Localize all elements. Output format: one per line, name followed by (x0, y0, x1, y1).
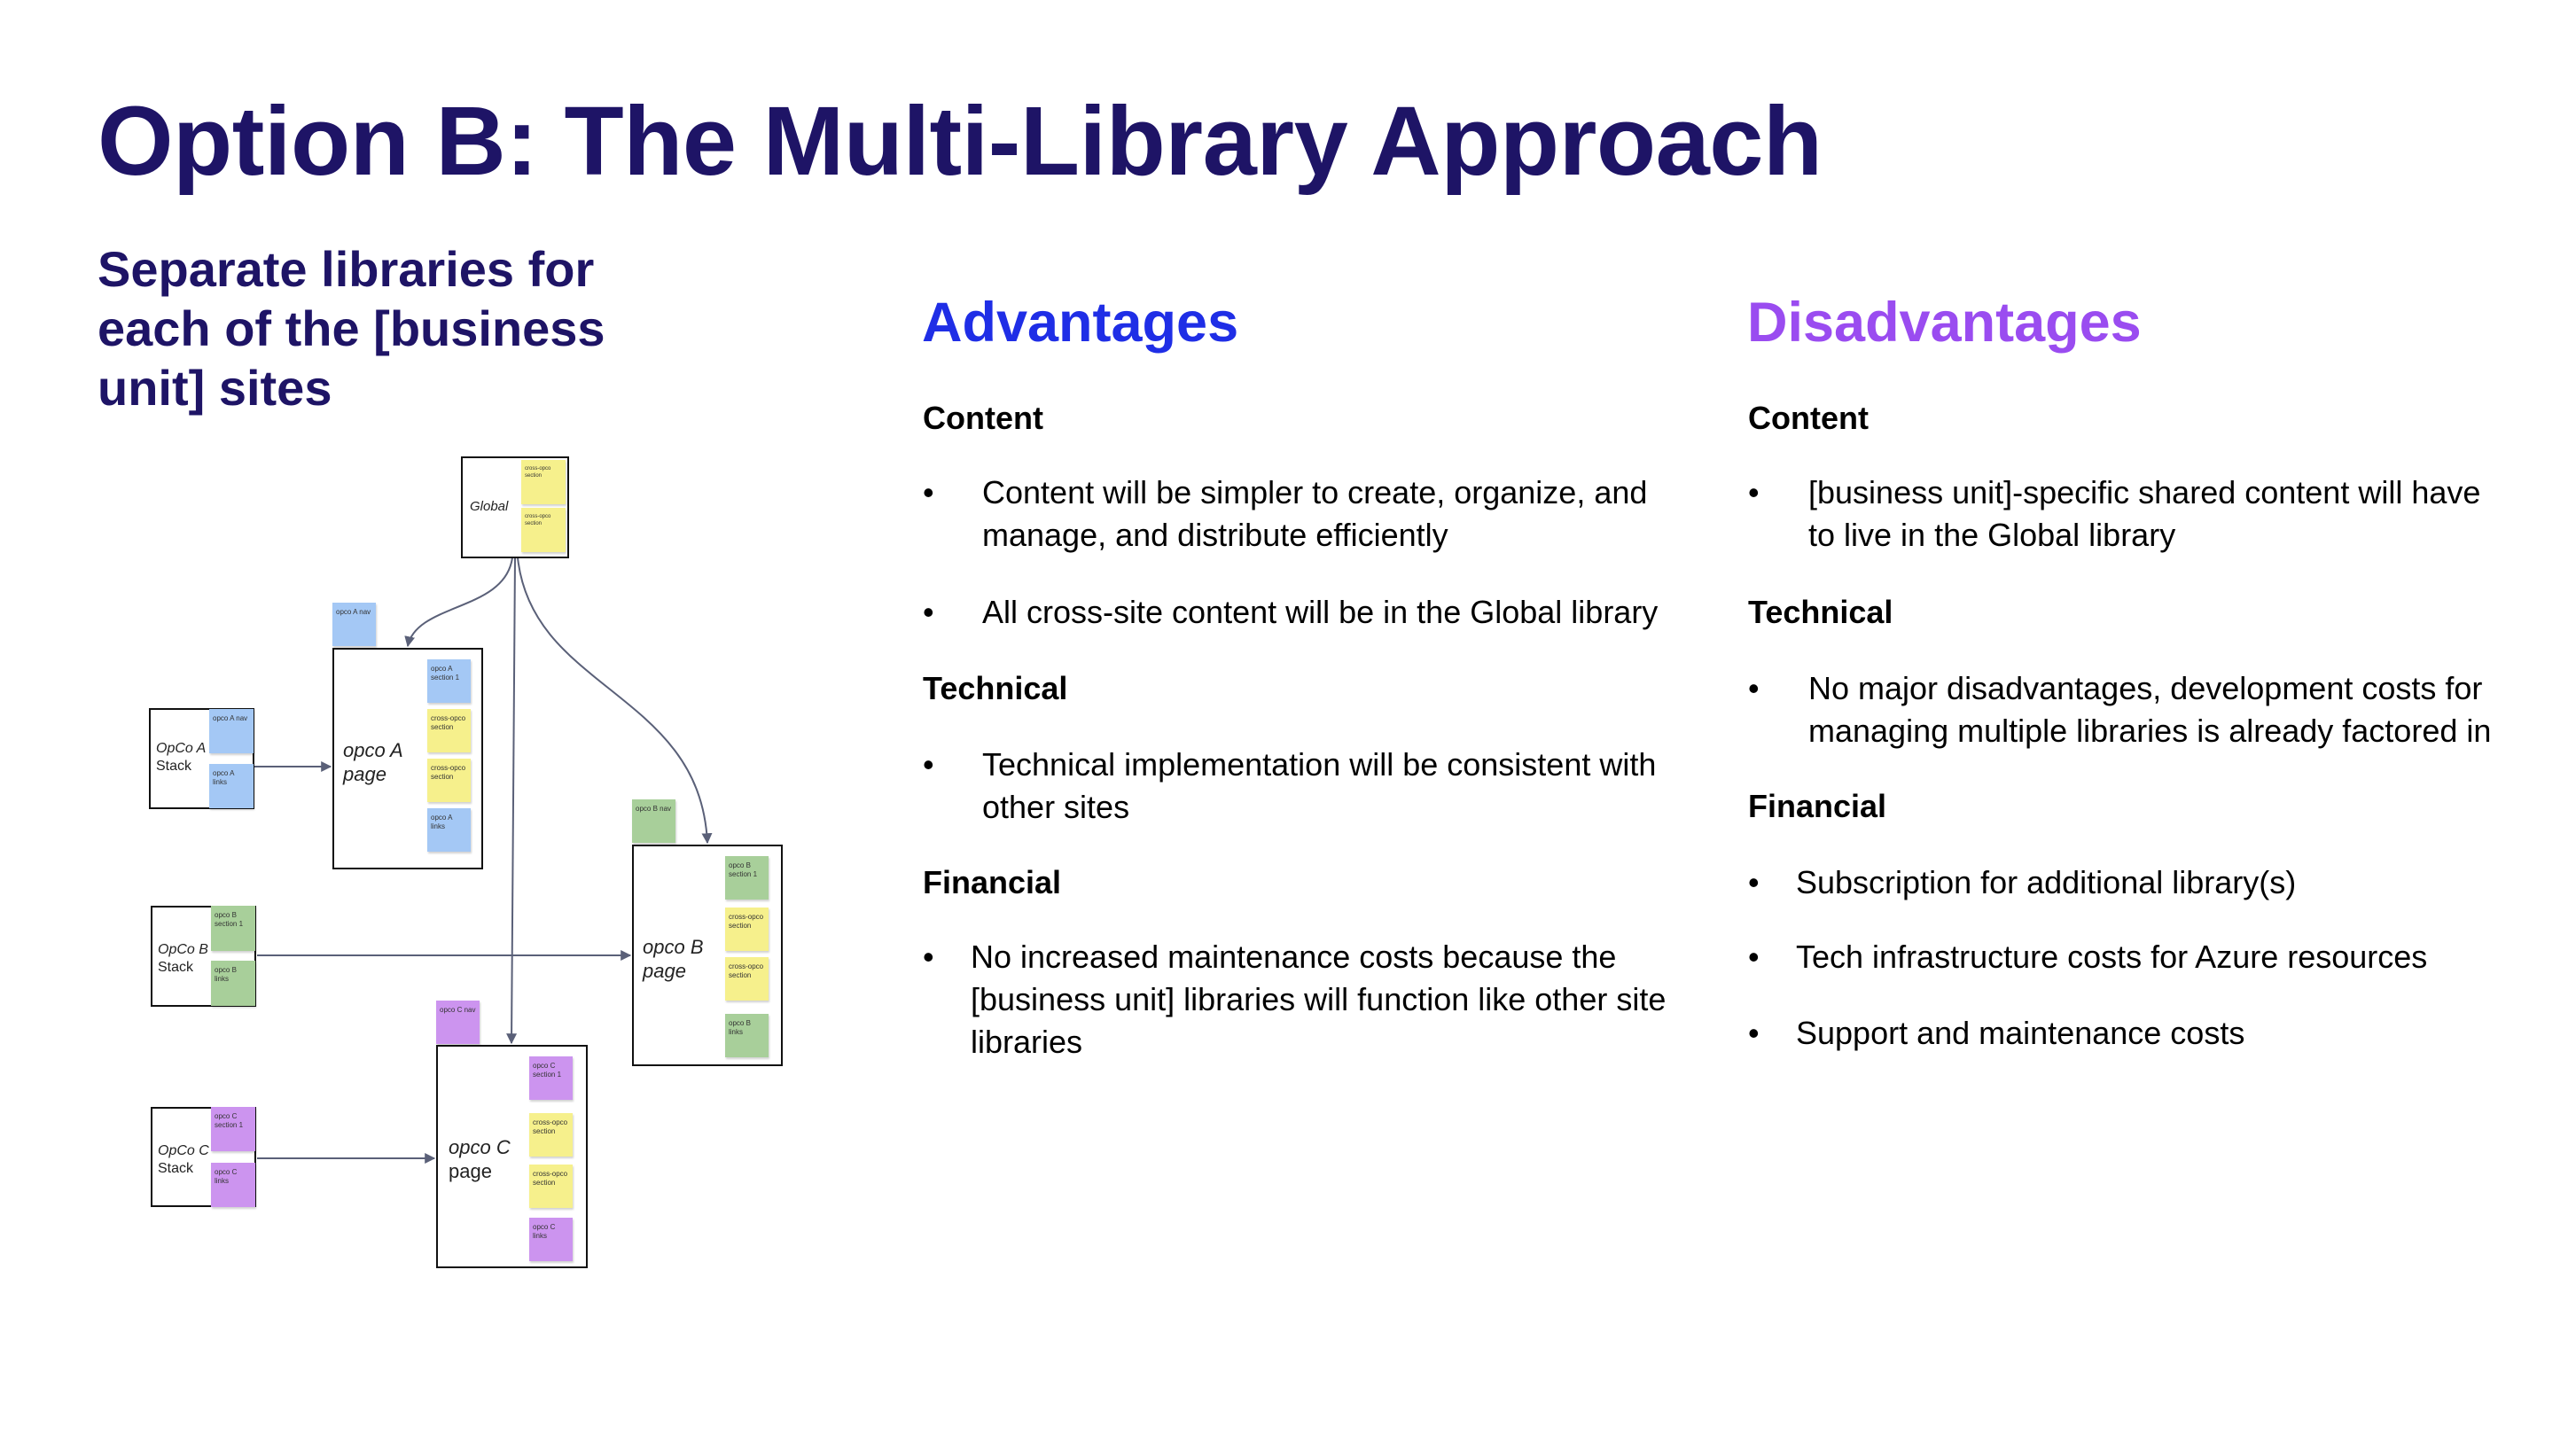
sticky-note: cross-opco section (427, 709, 471, 752)
sticky-note: opco B section 1 (211, 906, 255, 951)
sticky-note: opco C links (529, 1218, 573, 1261)
sticky-note: cross-opco section (521, 460, 566, 504)
bullet-text: All cross-site content will be in the Gl… (982, 594, 1659, 630)
bullet-icon: • (923, 939, 934, 975)
advantages-content-heading: Content (923, 400, 1043, 436)
bullet-icon: • (1748, 474, 1760, 510)
disadvantages-financial-heading: Financial (1748, 788, 1887, 824)
page-label: page (643, 960, 686, 982)
stack-label: Stack (158, 1161, 194, 1176)
bullet-text: Content will be simpler to create, organ… (982, 474, 1648, 553)
advantages-technical-heading: Technical (923, 670, 1068, 706)
bullet-text: No major disadvantages, development cost… (1808, 670, 2492, 749)
sticky-note: opco B nav (632, 799, 675, 843)
sticky-note: cross-opco section (521, 508, 566, 552)
disadvantages-content-heading: Content (1748, 400, 1869, 436)
sticky-note: opco C section 1 (211, 1107, 255, 1151)
sticky-note: opco A nav (209, 709, 254, 753)
stack-label: OpCo A (156, 741, 207, 756)
page-label: opco B (643, 936, 704, 958)
sticky-note: opco A links (209, 764, 254, 808)
bullet-icon: • (1748, 1015, 1760, 1051)
sticky-note: opco C nav (436, 1001, 480, 1044)
sticky-note: opco B section 1 (725, 856, 769, 900)
global-label: Global (470, 499, 509, 514)
bullet-icon: • (1748, 670, 1760, 706)
page-label: page (449, 1160, 492, 1182)
stack-label: OpCo C (158, 1143, 209, 1158)
sticky-note: opco A links (427, 808, 471, 852)
sticky-note: cross-opco section (725, 957, 769, 1001)
bullet-text: Technical implementation will be consist… (982, 746, 1657, 825)
sticky-note: cross-opco section (725, 908, 769, 951)
sticky-note: opco A section 1 (427, 659, 471, 703)
disadvantages-technical-heading: Technical (1748, 594, 1893, 630)
page-title: Option B: The Multi-Library Approach (98, 87, 1823, 196)
advantages-financial-heading: Financial (923, 864, 1062, 900)
global-to-opco-b-arrow (517, 557, 713, 845)
bullet-icon: • (923, 594, 934, 630)
page-label: opco C (449, 1136, 511, 1158)
sticky-note: opco A nav (332, 603, 376, 646)
stack-label: OpCo B (158, 942, 208, 957)
disadvantages-heading: Disadvantages (1747, 292, 2142, 354)
bullet-text: Subscription for additional library(s) (1796, 864, 2297, 900)
bullet-icon: • (1748, 864, 1760, 900)
sticky-note: cross-opco section (529, 1165, 573, 1208)
page-label: page (343, 763, 386, 785)
stack-label: Stack (156, 759, 192, 774)
global-to-opco-a-arrow (404, 557, 513, 648)
sticky-note: cross-opco section (529, 1113, 573, 1157)
sticky-note: opco C section 1 (529, 1056, 573, 1100)
bullet-text: [business unit]-specific shared content … (1808, 474, 2481, 553)
sticky-note: opco B links (211, 961, 255, 1006)
stack-label: Stack (158, 960, 194, 975)
bullet-text: No increased maintenance costs because t… (971, 939, 1667, 1060)
bullet-icon: • (923, 746, 934, 783)
subtitle: Separate libraries for each of the [busi… (98, 241, 605, 416)
page-label: opco A (343, 739, 403, 761)
bullet-icon: • (1748, 939, 1760, 975)
sticky-note: opco B links (725, 1014, 769, 1057)
bullet-icon: • (923, 474, 934, 510)
global-to-opco-c-arrow (506, 557, 518, 1045)
sticky-note: opco C links (211, 1163, 255, 1207)
bullet-text: Support and maintenance costs (1796, 1015, 2245, 1051)
bullet-text: Tech infrastructure costs for Azure reso… (1796, 939, 2428, 975)
advantages-heading: Advantages (922, 292, 1239, 354)
sticky-note: cross-opco section (427, 759, 471, 802)
